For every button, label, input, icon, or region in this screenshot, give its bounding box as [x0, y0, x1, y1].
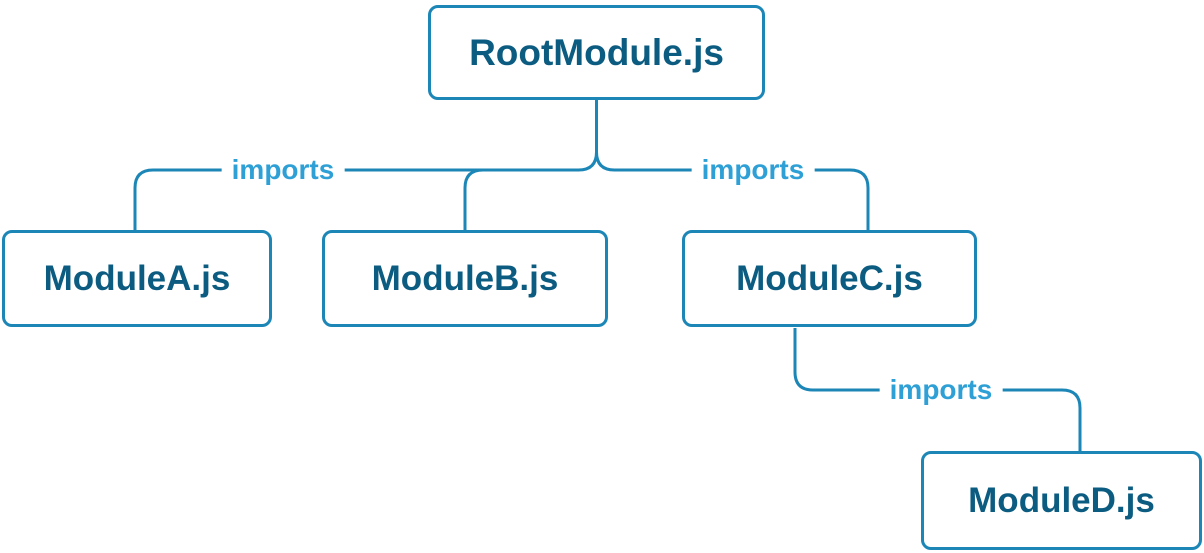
node-moduled: ModuleD.js — [921, 451, 1202, 550]
node-moduleb-label: ModuleB.js — [371, 258, 559, 298]
edge-root-moduleb — [463, 168, 484, 230]
node-modulec-label: ModuleC.js — [736, 258, 923, 298]
edge-label-imports-bottom: imports — [879, 374, 1003, 406]
node-rootmodule: RootModule.js — [428, 5, 765, 100]
node-moduled-label: ModuleD.js — [968, 480, 1155, 520]
node-modulec: ModuleC.js — [682, 230, 977, 327]
edge-label-imports-left: imports — [221, 154, 345, 186]
edge-root-modulea — [133, 100, 598, 230]
edge-label-imports-right: imports — [691, 154, 815, 186]
node-moduleb: ModuleB.js — [322, 230, 608, 327]
node-modulea-label: ModuleA.js — [43, 258, 231, 298]
node-modulea: ModuleA.js — [2, 230, 272, 327]
node-rootmodule-label: RootModule.js — [469, 31, 724, 73]
